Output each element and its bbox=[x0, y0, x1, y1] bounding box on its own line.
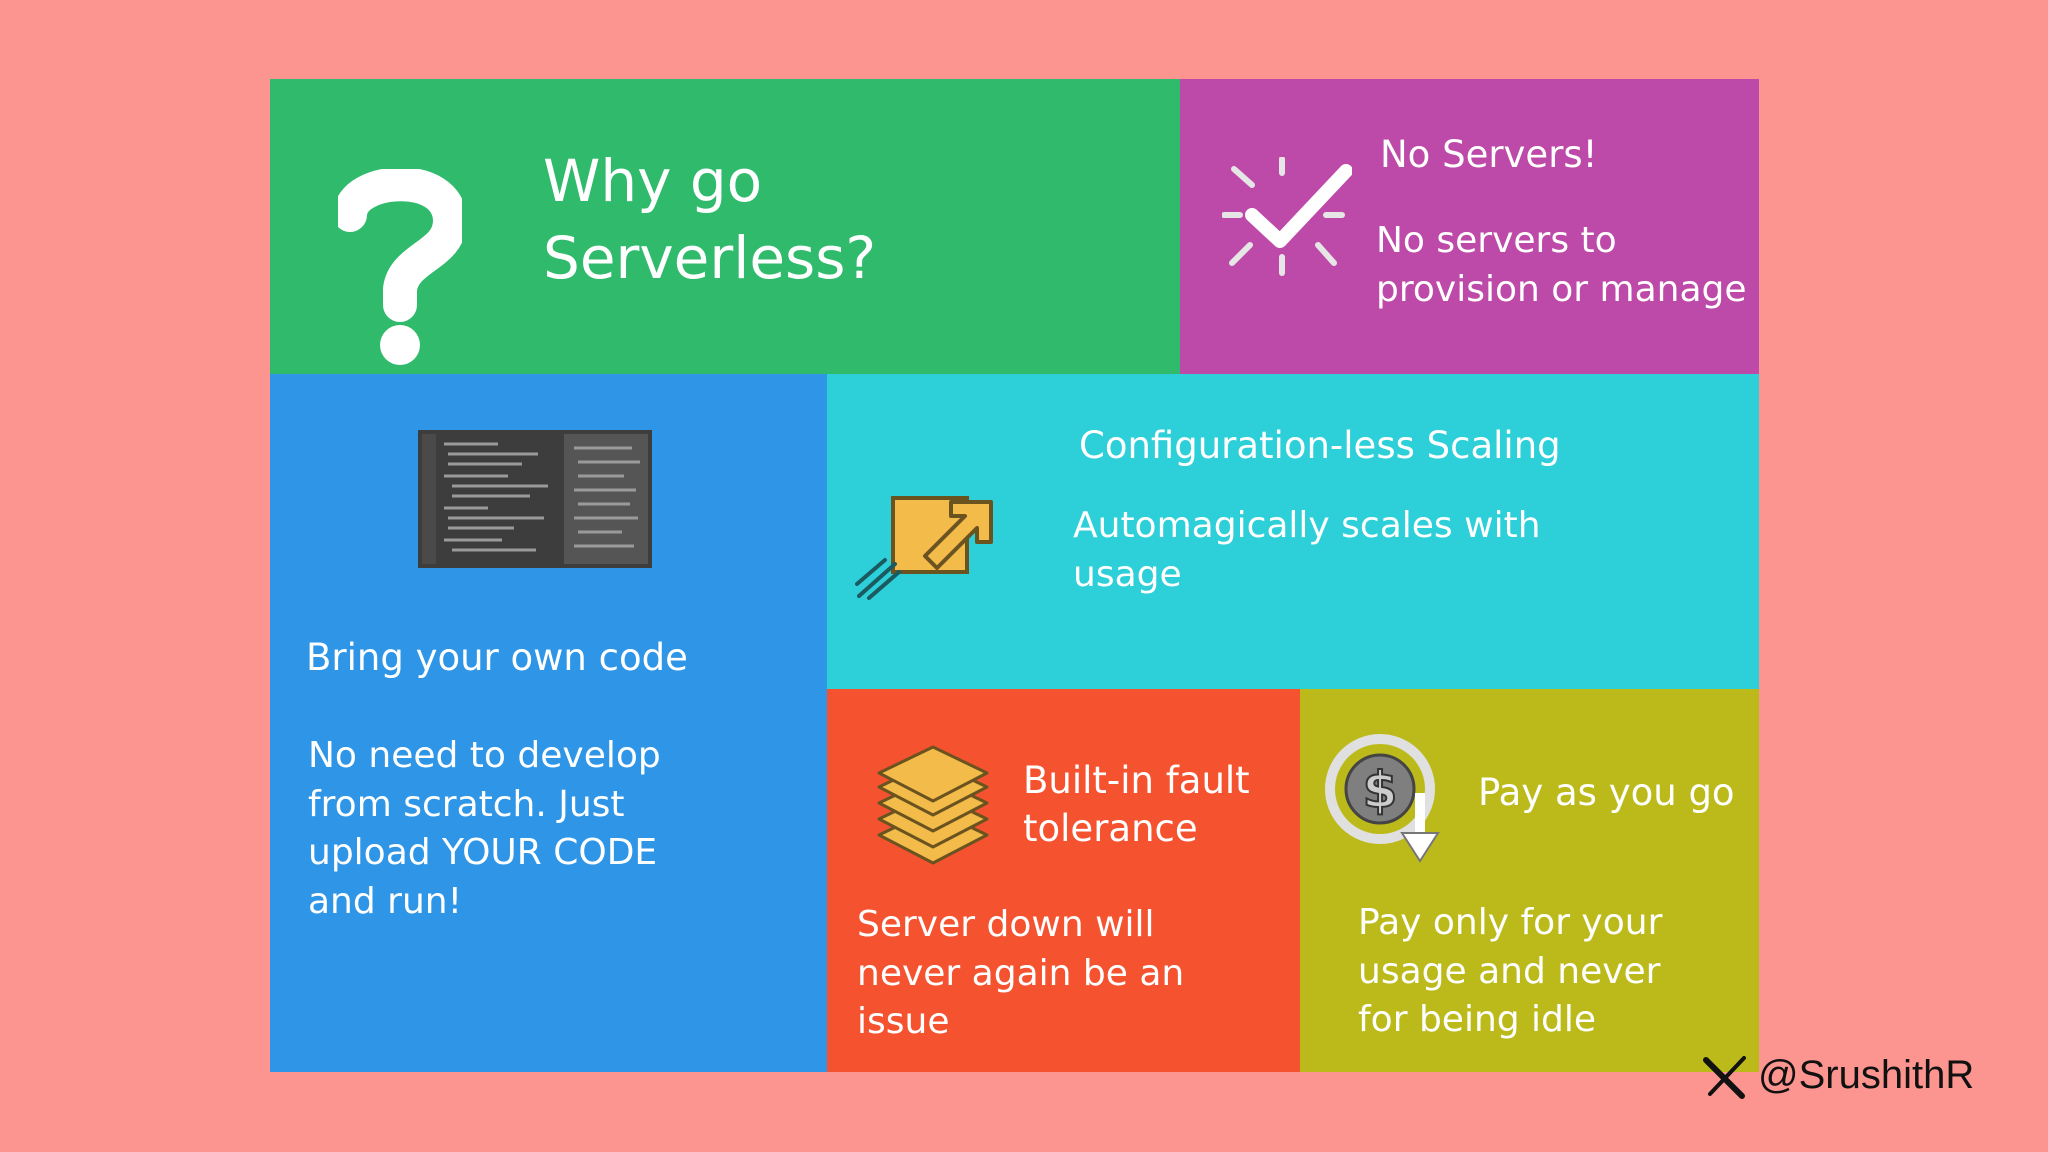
fault-tolerance-tile: Built-in fault tolerance Server down wil… bbox=[827, 689, 1300, 1072]
scaling-tile: Configuration-less Scaling Automagically… bbox=[827, 374, 1759, 689]
title-tile: Why go Serverless? bbox=[270, 79, 1180, 374]
question-mark-icon bbox=[338, 169, 462, 365]
pay-as-you-go-tile: $ Pay as you go Pay only for your usage … bbox=[1300, 689, 1759, 1072]
no-servers-tile: No Servers! No servers to provision or m… bbox=[1180, 79, 1759, 374]
author-handle-text: @SrushithR bbox=[1758, 1052, 1975, 1097]
own-code-tile: Bring your own code No need to develop f… bbox=[270, 374, 827, 1072]
no-servers-description: No servers to provision or manage bbox=[1376, 220, 1747, 310]
fault-tolerance-heading: Built-in fault tolerance bbox=[1023, 759, 1250, 851]
fault-tolerance-description: Server down will never again be an issue bbox=[857, 904, 1185, 1043]
page-title: Why go Serverless? bbox=[543, 143, 903, 296]
dollar-coin-arrow-icon: $ bbox=[1325, 734, 1440, 863]
pay-as-you-go-heading: Pay as you go bbox=[1478, 771, 1735, 814]
author-handle: @SrushithR bbox=[1700, 1050, 1974, 1100]
growth-arrow-icon bbox=[855, 496, 993, 600]
code-editor-icon bbox=[418, 430, 652, 568]
title-line-2: Serverless? bbox=[543, 223, 877, 292]
x-logo-icon bbox=[1703, 1056, 1746, 1099]
svg-text:$: $ bbox=[1363, 761, 1398, 819]
pay-as-you-go-description: Pay only for your usage and never for be… bbox=[1358, 902, 1663, 1041]
scaling-description: Automagically scales with usage bbox=[1073, 505, 1541, 595]
checkmark-sparkle-icon bbox=[1222, 157, 1352, 276]
title-line-1: Why go bbox=[543, 147, 763, 215]
own-code-heading: Bring your own code bbox=[306, 636, 688, 679]
serverless-infographic: Why go Serverless? No Servers! No server… bbox=[270, 79, 1759, 1072]
no-servers-heading: No Servers! bbox=[1380, 133, 1598, 176]
scaling-heading: Configuration-less Scaling bbox=[1079, 424, 1561, 467]
own-code-description: No need to develop from scratch. Just up… bbox=[308, 735, 661, 922]
layered-stack-icon bbox=[877, 745, 989, 865]
